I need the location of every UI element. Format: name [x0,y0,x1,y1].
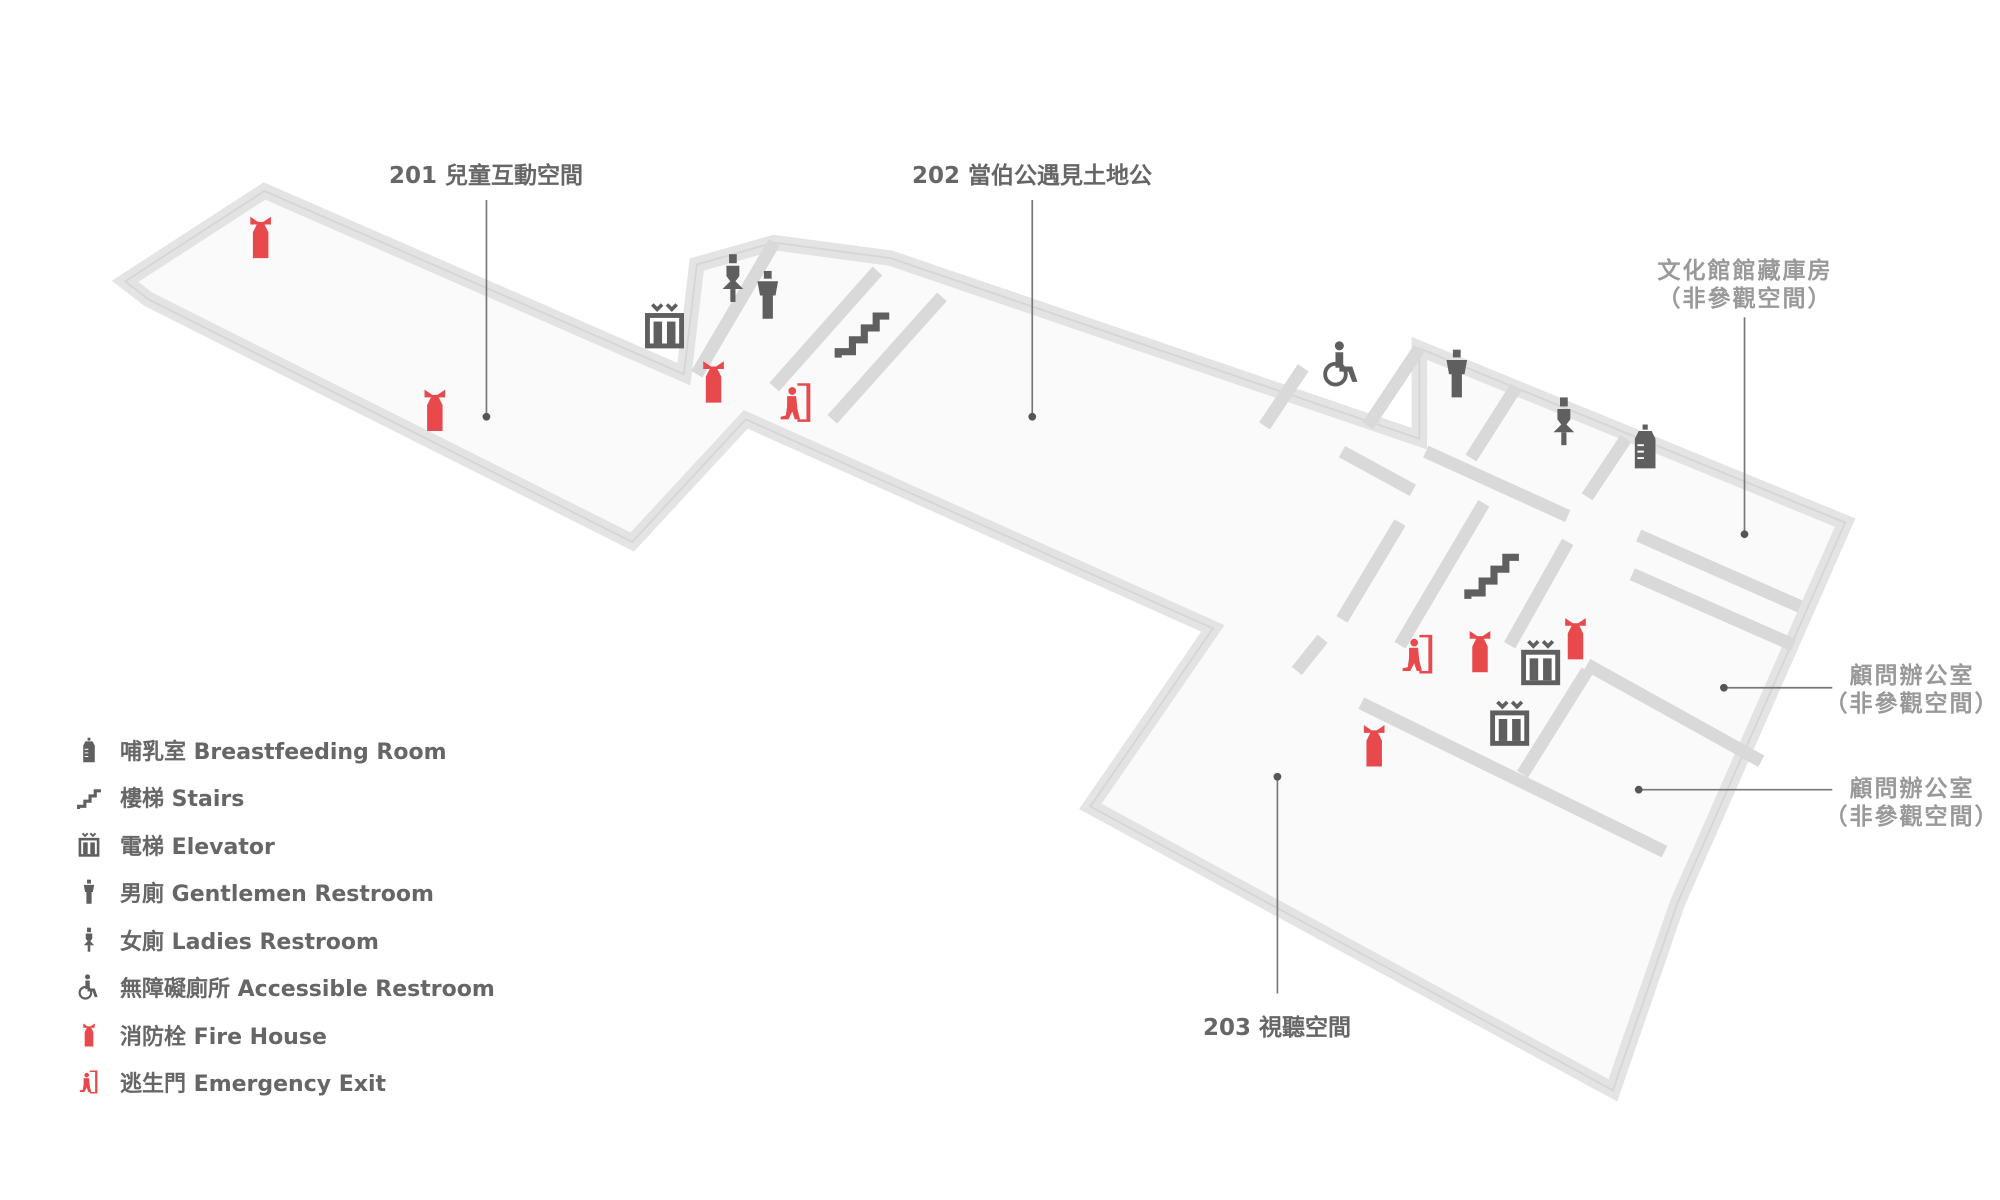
office-2-name: 顧問辦公室 [1849,776,1975,802]
office-1-label: 顧問辦公室 （非參觀空間） [1825,662,2000,718]
legend-item-accessible: 無障礙廁所 Accessible Restroom [76,964,495,1012]
room-leader-lines [485,200,1833,994]
legend-item-emergency-exit: 逃生門 Emergency Exit [76,1059,495,1107]
legend-item-gentlemen: 男廁 Gentlemen Restroom [76,869,495,917]
elevator-icon [643,302,686,351]
legend-label: 電梯 Elevator [120,834,275,860]
fire-extinguisher-icon [83,1023,95,1047]
fire-extinguisher-icon [703,361,724,403]
storage-room-note: （非參觀空間） [1657,286,1833,312]
legend-label: 哺乳室 Breastfeeding Room [120,739,447,765]
male-icon [83,879,95,904]
baby-bottle-icon [82,736,96,763]
office-1-name: 顧問辦公室 [1849,663,1975,689]
storage-room-label: 文化館館藏庫房 （非參觀空間） [1658,257,1833,313]
fire-extinguisher-icon [1469,630,1491,673]
fire-extinguisher-icon [424,389,446,431]
building-floor [111,182,1856,1102]
room-202-label: 202 當伯公遇見土地公 [911,163,1153,189]
room-203-label: 203 視聽空間 [1202,1015,1352,1041]
legend-item-stairs: 樓梯 Stairs [76,774,495,822]
office-2-note: （非參觀空間） [1824,804,2000,830]
legend-label: 消防栓 Fire House [120,1024,327,1050]
fire-extinguisher-icon [250,216,271,259]
legend-item-breastfeeding: 哺乳室 Breastfeeding Room [76,726,495,774]
office-1-note: （非參觀空間） [1824,691,2000,717]
fire-extinguisher-icon [1363,725,1385,767]
room-dots [482,412,1749,794]
legend-label: 逃生門 Emergency Exit [120,1072,387,1098]
legend-item-elevator: 電梯 Elevator [76,821,495,869]
female-icon [83,927,95,952]
legend-label: 無障礙廁所 Accessible Restroom [120,977,495,1003]
legend-label: 樓梯 Stairs [120,787,245,813]
legend-label: 女廁 Ladies Restroom [120,929,379,955]
legend-item-ladies: 女廁 Ladies Restroom [76,916,495,964]
wheelchair-icon [78,974,99,1000]
elevator-icon [77,832,101,858]
wheelchair-icon [1323,340,1360,387]
fire-extinguisher-icon [1565,618,1586,660]
office-2-label: 顧問辦公室 （非參觀空間） [1825,775,2000,831]
legend-item-fire-house: 消防栓 Fire House [76,1011,495,1059]
emergency-exit-icon [79,1070,98,1094]
stairs-icon [77,789,101,810]
legend: 哺乳室 Breastfeeding Room 樓梯 Stairs 電梯 Elev… [76,726,495,1106]
storage-room-name: 文化館館藏庫房 [1657,258,1833,284]
room-201-label: 201 兒童互動空間 [388,163,584,189]
legend-label: 男廁 Gentlemen Restroom [120,882,434,908]
